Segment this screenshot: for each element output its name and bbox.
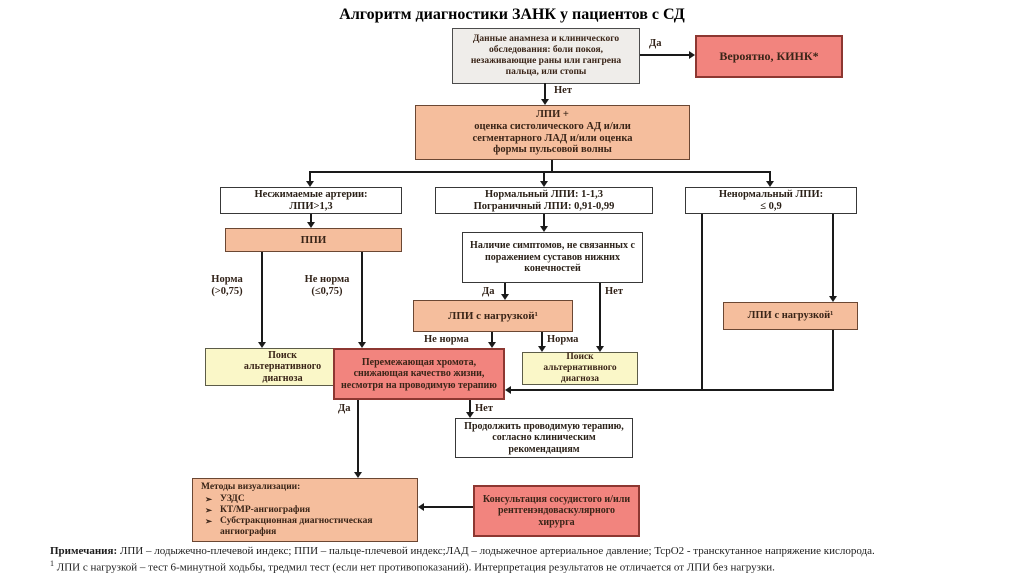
node-abnormal-lpi: Ненормальный ЛПИ: ≤ 0,9 — [685, 187, 857, 214]
connector — [543, 214, 545, 226]
page-title: Алгоритм диагностики ЗАНК у пациентов с … — [339, 6, 685, 23]
node-text: Нормальный ЛПИ: 1-1,3 Пограничный ЛПИ: 0… — [473, 188, 615, 212]
connector — [599, 283, 601, 346]
node-noncompressible-arteries: Несжимаемые артерии: ЛПИ>1,3 — [220, 187, 402, 214]
arrowhead — [307, 222, 315, 228]
connector — [769, 171, 771, 181]
edge-label-yes-claud: Да — [338, 403, 351, 414]
arrowhead — [596, 346, 604, 352]
connector — [422, 506, 473, 508]
node-lpi-load-right: ЛПИ с нагрузкой¹ — [723, 302, 858, 330]
arrowhead — [418, 503, 424, 511]
node-text: Перемежающая хромота, снижающая качество… — [341, 356, 497, 391]
arrowhead — [829, 296, 837, 302]
connector — [543, 171, 545, 181]
node-text: Поиск альтернативного диагноза — [543, 352, 617, 384]
connector — [832, 330, 834, 391]
list-item: ➢ КТ/МР-ангиография — [201, 505, 409, 516]
node-ppi: ППИ — [225, 228, 402, 252]
arrowhead — [466, 412, 474, 418]
connector — [469, 400, 471, 412]
edge-label-yes-top: Да — [649, 38, 662, 49]
edge-label-no-claud: Нет — [475, 403, 493, 414]
connector — [261, 252, 263, 342]
node-alt-diagnosis-2: Поиск альтернативного диагноза — [522, 352, 638, 385]
connector — [701, 214, 703, 391]
arrowhead — [540, 181, 548, 187]
connector — [309, 171, 311, 181]
connector — [508, 389, 834, 391]
node-text: Ненормальный ЛПИ: ≤ 0,9 — [718, 188, 824, 212]
connector — [832, 214, 834, 296]
node-symptoms: Наличие симптомов, не связанных с пораже… — [462, 232, 643, 283]
node-text: Консультация сосудистого и/или рентгенэн… — [482, 493, 631, 528]
connector — [640, 54, 689, 56]
node-claudication: Перемежающая хромота, снижающая качество… — [333, 348, 505, 400]
node-text: ЛПИ + оценка систолического АД и/или сег… — [472, 108, 633, 156]
node-normal-lpi: Нормальный ЛПИ: 1-1,3 Пограничный ЛПИ: 0… — [435, 187, 653, 214]
bullet-arrow-icon: ➢ — [205, 494, 213, 505]
arrowhead — [541, 99, 549, 105]
connector — [544, 83, 546, 99]
connector — [551, 160, 553, 173]
list-item: ➢ УЗДС — [201, 494, 409, 505]
connector — [357, 400, 359, 472]
footnote-sup: 1 — [50, 559, 54, 568]
arrowhead — [538, 346, 546, 352]
node-continue-therapy: Продолжить проводимую терапию, согласно … — [455, 418, 633, 458]
arrowhead — [501, 294, 509, 300]
node-text: Данные анамнеза и клинического обследова… — [470, 34, 622, 77]
connector — [541, 332, 543, 346]
footnote-label: Примечания: — [50, 545, 118, 557]
list-item-label: Субстракционная диагностическая ангиогра… — [220, 515, 373, 537]
edge-label-no-symptoms: Нет — [605, 286, 623, 297]
edge-label-no-top: Нет — [554, 85, 572, 96]
edge-label-norm-ppi: Норма (>0,75) — [211, 274, 243, 297]
list-item-label: КТ/МР-ангиография — [220, 505, 311, 516]
node-text: ЛПИ с нагрузкой¹ — [747, 310, 834, 322]
arrowhead — [306, 181, 314, 187]
edge-label-norm-load: Норма — [547, 334, 579, 345]
arrowhead — [505, 386, 511, 394]
connector — [361, 252, 363, 342]
footnote-line-1: Примечания: ЛПИ – лодыжечно-плечевой инд… — [50, 545, 875, 557]
node-probable-kink: Вероятно, КИНК* — [695, 35, 843, 78]
edge-label-abnorm-load: Не норма — [424, 334, 469, 345]
connector — [309, 171, 770, 173]
list-item: ➢ Субстракционная диагностическая ангиог… — [201, 516, 409, 538]
list-item-label: УЗДС — [220, 494, 245, 505]
arrowhead — [540, 226, 548, 232]
arrowhead — [258, 342, 266, 348]
node-text: Наличие симптомов, не связанных с пораже… — [470, 240, 635, 275]
arrowhead — [358, 342, 366, 348]
node-anamnesis: Данные анамнеза и клинического обследова… — [452, 28, 640, 84]
connector — [310, 214, 312, 222]
node-text: Несжимаемые артерии: ЛПИ>1,3 — [254, 188, 368, 212]
arrowhead — [689, 51, 695, 59]
node-text: ЛПИ с нагрузкой¹ — [448, 309, 538, 322]
node-text: Вероятно, КИНК* — [719, 48, 819, 63]
arrowhead — [488, 342, 496, 348]
footnote-line-2: 1 ЛПИ с нагрузкой – тест 6-минутной ходь… — [50, 559, 775, 574]
node-imaging-methods: Методы визуализации: ➢ УЗДС ➢ КТ/МР-анги… — [192, 478, 418, 542]
connector — [504, 283, 506, 294]
node-text: Поиск альтернативного диагноза — [243, 349, 322, 384]
bullet-arrow-icon: ➢ — [205, 505, 213, 516]
connector — [491, 332, 493, 342]
node-lpi-load-mid: ЛПИ с нагрузкой¹ — [413, 300, 573, 332]
edge-label-abnorm-ppi: Не норма (≤0,75) — [304, 274, 350, 297]
node-consult-surgeon: Консультация сосудистого и/или рентгенэн… — [473, 485, 640, 537]
node-text: Методы визуализации: ➢ УЗДС ➢ КТ/МР-анги… — [201, 482, 409, 537]
arrowhead — [354, 472, 362, 478]
node-text: Продолжить проводимую терапию, согласно … — [464, 420, 624, 455]
node-text: ППИ — [300, 233, 327, 246]
arrowhead — [766, 181, 774, 187]
bullet-arrow-icon: ➢ — [205, 515, 213, 526]
node-lpi-assessment: ЛПИ + оценка систолического АД и/или сег… — [415, 105, 690, 160]
edge-label-yes-symptoms: Да — [482, 286, 495, 297]
imaging-title: Методы визуализации: — [201, 482, 301, 493]
